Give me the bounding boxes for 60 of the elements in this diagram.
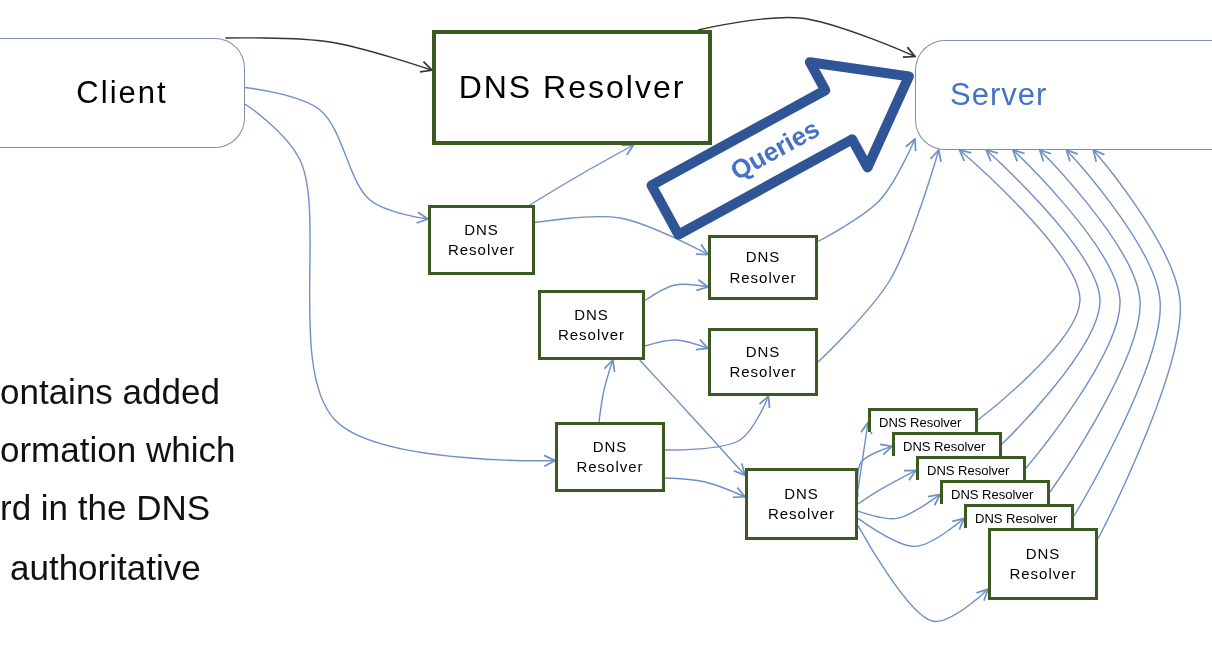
arrow [857,493,941,520]
resolver-box [868,408,978,432]
resolver-box [988,528,1098,600]
node-label: DNS Resolver [975,510,1058,526]
resolver-box [964,504,1074,528]
arrow [857,524,989,622]
arrow [534,215,709,256]
arrow [1038,149,1141,493]
resolver-box [555,422,665,492]
arrow [857,469,917,505]
block-arrow [646,57,914,240]
server-box [915,40,1212,150]
arrow [244,86,429,224]
resolver-box [745,468,858,540]
text-line: authoritative [10,548,201,588]
arrow [664,477,746,499]
resolver-box [708,235,818,300]
arrow [817,138,917,243]
client-box [0,38,245,148]
arrow [644,278,709,302]
arrow [644,338,709,351]
node-label: DNS Resolver [1008,543,1078,584]
node-label: DNS Resolver [927,462,1010,478]
resolver-box [892,432,1002,456]
text-line: ontains added [0,372,220,412]
resolver-box [708,328,818,396]
arrow [857,517,965,548]
resolver-box [428,205,535,275]
node-label: DNS Resolver [556,304,627,345]
node-label: DNS Resolver [728,247,798,288]
arrow [697,16,916,58]
arrow [1065,149,1161,517]
arrow [857,421,873,491]
resolver-box [916,456,1026,480]
node-label: Server [950,77,1048,113]
node-label: DNS Resolver [446,219,517,260]
arrow [638,359,746,477]
arrow [244,103,556,467]
arrow [224,37,433,73]
arrow [528,144,635,206]
arrow [1012,149,1121,469]
node-label: DNS Resolver [766,483,837,524]
node-label: DNS Resolver [903,438,986,454]
node-label: DNS Resolver [458,69,686,106]
node-label: DNS Resolver [951,486,1034,502]
resolver-box [432,30,712,145]
arrow [985,149,1101,445]
text-line: rd in the DNS [0,488,211,528]
arrow [664,395,771,451]
arrow [958,149,1081,421]
arrow [598,359,616,423]
node-label: DNS Resolver [728,341,798,382]
node-label: Client [76,75,168,111]
resolver-box [940,480,1050,504]
node-label: DNS Resolver [879,414,962,430]
resolver-box [538,290,645,360]
arrow [817,149,942,363]
node-label: DNS Resolver [575,436,645,477]
text-line: ormation which [0,430,236,470]
arrow [1092,149,1181,540]
